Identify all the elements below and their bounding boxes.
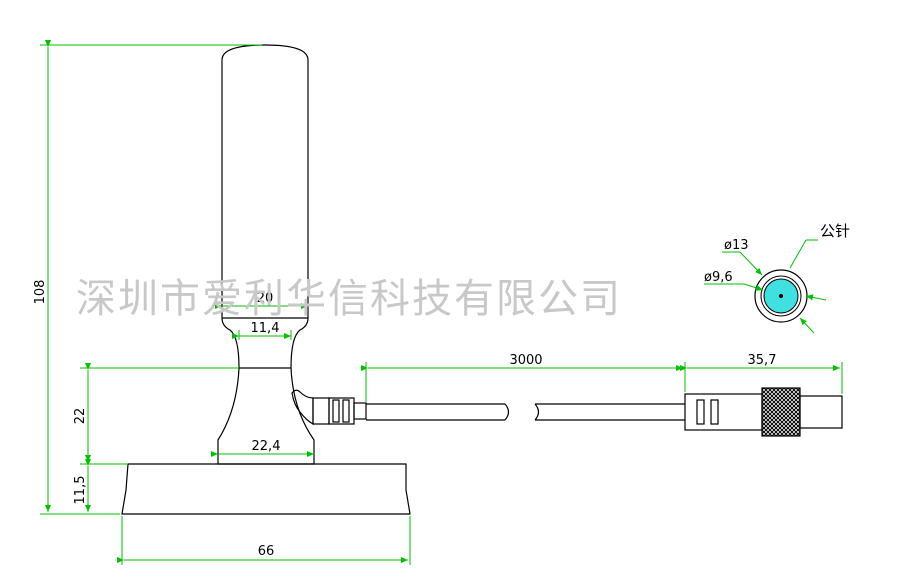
dim-cable-length: 3000 [509, 353, 542, 368]
dim-collar-width: 22,4 [252, 439, 281, 454]
watermark-text: 深圳市爱利华信科技有限公司 [76, 276, 622, 322]
dim-neck-width: 11,4 [251, 321, 280, 336]
dim-total-height: 108 [33, 280, 48, 305]
knurled-nut [761, 387, 801, 437]
dim-inner-diameter: ø9,6 [704, 270, 733, 285]
dim-base-height: 11,5 [73, 476, 88, 505]
dim-connector-length: 35,7 [748, 353, 777, 368]
dim-outer-diameter: ø13 [724, 238, 749, 253]
cable-assembly [291, 387, 843, 437]
magnetic-base [121, 463, 411, 515]
dimension-lines [40, 40, 843, 565]
dim-base-width: 66 [258, 544, 275, 559]
antenna-body [121, 44, 411, 515]
connector-front-view [754, 269, 808, 323]
dim-top-width: 20 [257, 291, 274, 306]
antenna-whip [221, 44, 309, 369]
dim-collar-height: 22 [73, 408, 88, 425]
center-pin [779, 294, 783, 298]
male-pin-label: 公针 [820, 222, 850, 240]
